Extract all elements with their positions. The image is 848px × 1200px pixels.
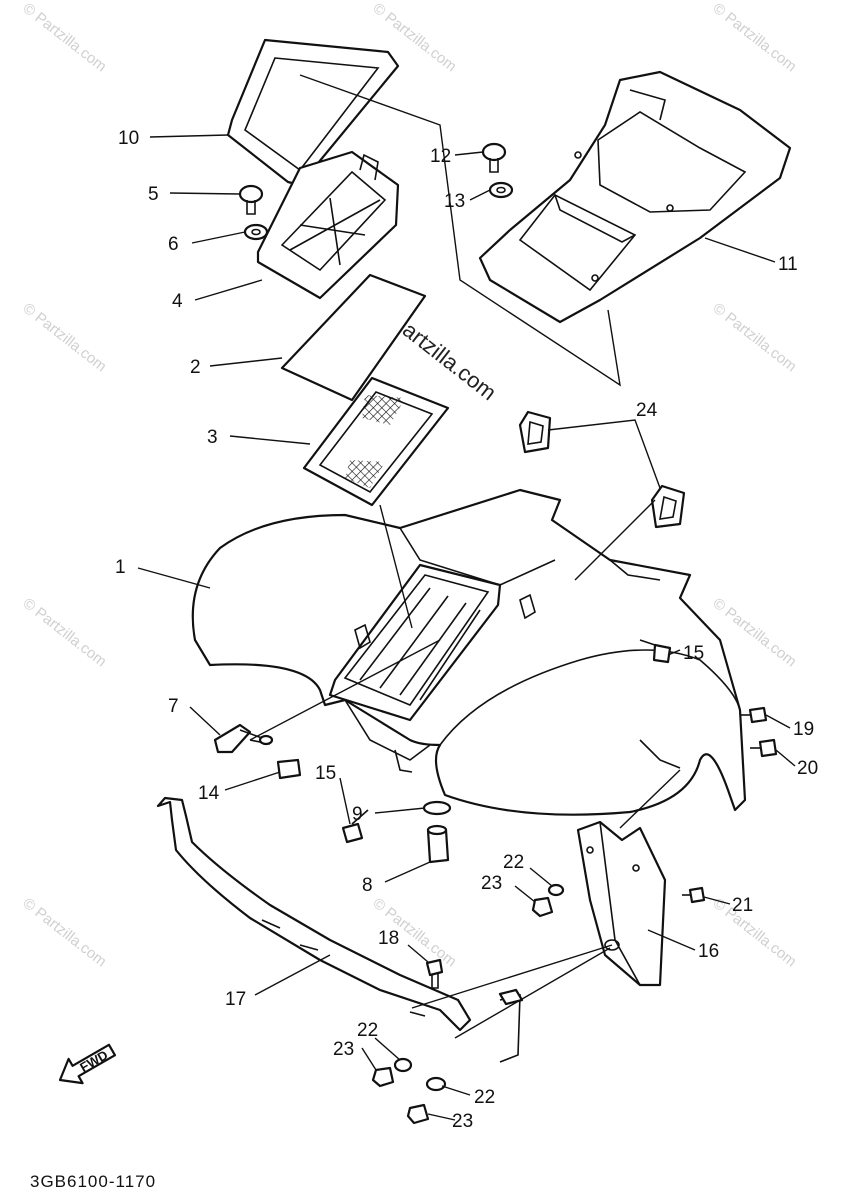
watermark: © Partzilla.com — [710, 0, 800, 75]
callout-22: 22 — [503, 852, 524, 873]
part-22-washer — [547, 883, 565, 897]
callout-15: 15 — [315, 763, 336, 784]
callout-23: 23 — [333, 1039, 354, 1060]
callout-3: 3 — [207, 427, 218, 448]
part-6-washer — [243, 223, 269, 241]
callout-17: 17 — [225, 989, 246, 1010]
part-21-screw — [682, 886, 706, 904]
callout-labels: 10 5 6 4 2 3 1 7 14 15 9 8 12 13 11 24 1… — [115, 128, 818, 1132]
callout-22: 22 — [357, 1020, 378, 1041]
part-4-frame — [256, 150, 400, 300]
callout-11: 11 — [778, 254, 798, 275]
leader-lines — [137, 74, 796, 1121]
callout-24: 24 — [636, 400, 658, 421]
callout-10: 10 — [118, 128, 139, 149]
callout-13: 13 — [444, 191, 465, 212]
callout-16: 16 — [698, 941, 719, 962]
part-23-nut — [371, 1066, 395, 1088]
part-24-grommet — [518, 410, 552, 454]
callout-19: 19 — [793, 719, 814, 740]
callout-5: 5 — [148, 184, 159, 205]
watermark: © Partzilla.com — [20, 595, 110, 671]
watermark: © Partzilla.com — [710, 300, 800, 376]
callout-12: 12 — [430, 146, 451, 167]
callout-20: 20 — [797, 758, 818, 779]
part-9-collar — [422, 800, 452, 816]
callout-18: 18 — [378, 928, 399, 949]
part-16-flap — [576, 820, 667, 987]
part-15-bolt — [341, 809, 369, 844]
part-15-bolt — [639, 639, 672, 664]
part-11-cover — [478, 70, 792, 324]
callout-22: 22 — [474, 1087, 495, 1108]
callout-15: 15 — [683, 643, 704, 664]
callout-21: 21 — [732, 895, 753, 916]
part-2-element — [280, 273, 427, 402]
part-13-washer — [488, 181, 514, 199]
part-17-stay — [156, 796, 524, 1063]
part-5-screw — [238, 184, 264, 215]
callout-23: 23 — [452, 1111, 473, 1132]
callout-1: 1 — [115, 557, 126, 578]
part-1-fender — [191, 488, 747, 816]
part-23-nut — [406, 1103, 430, 1125]
part-7-clamp — [213, 723, 274, 754]
part-23-nut — [531, 896, 554, 918]
part-14-clip — [276, 758, 302, 780]
callout-9: 9 — [352, 804, 363, 825]
part-18-bolt — [425, 958, 444, 989]
watermark: © Partzilla.com — [20, 0, 110, 75]
part-22-washer — [425, 1076, 447, 1092]
callout-2: 2 — [190, 357, 201, 378]
part-8-collar — [426, 824, 450, 864]
part-3-screen — [302, 376, 450, 507]
callout-23: 23 — [481, 873, 502, 894]
callout-4: 4 — [172, 291, 183, 312]
watermark: © Partzilla.com — [20, 895, 110, 971]
part-19-screw — [740, 706, 768, 724]
part-22-washer — [393, 1057, 413, 1073]
callout-14: 14 — [198, 783, 220, 804]
part-20-screw — [750, 738, 778, 758]
callout-6: 6 — [168, 234, 179, 255]
part-12-bolt — [481, 142, 507, 173]
watermark: © Partzilla.com — [20, 300, 110, 376]
part-24-grommet — [650, 484, 686, 529]
watermark: © Partzilla.com — [710, 895, 800, 971]
callout-7: 7 — [168, 696, 179, 717]
diagram-code: 3GB6100-1170 — [30, 1172, 156, 1191]
forward-arrow-icon: FWD — [58, 1043, 117, 1085]
callout-8: 8 — [362, 875, 373, 896]
